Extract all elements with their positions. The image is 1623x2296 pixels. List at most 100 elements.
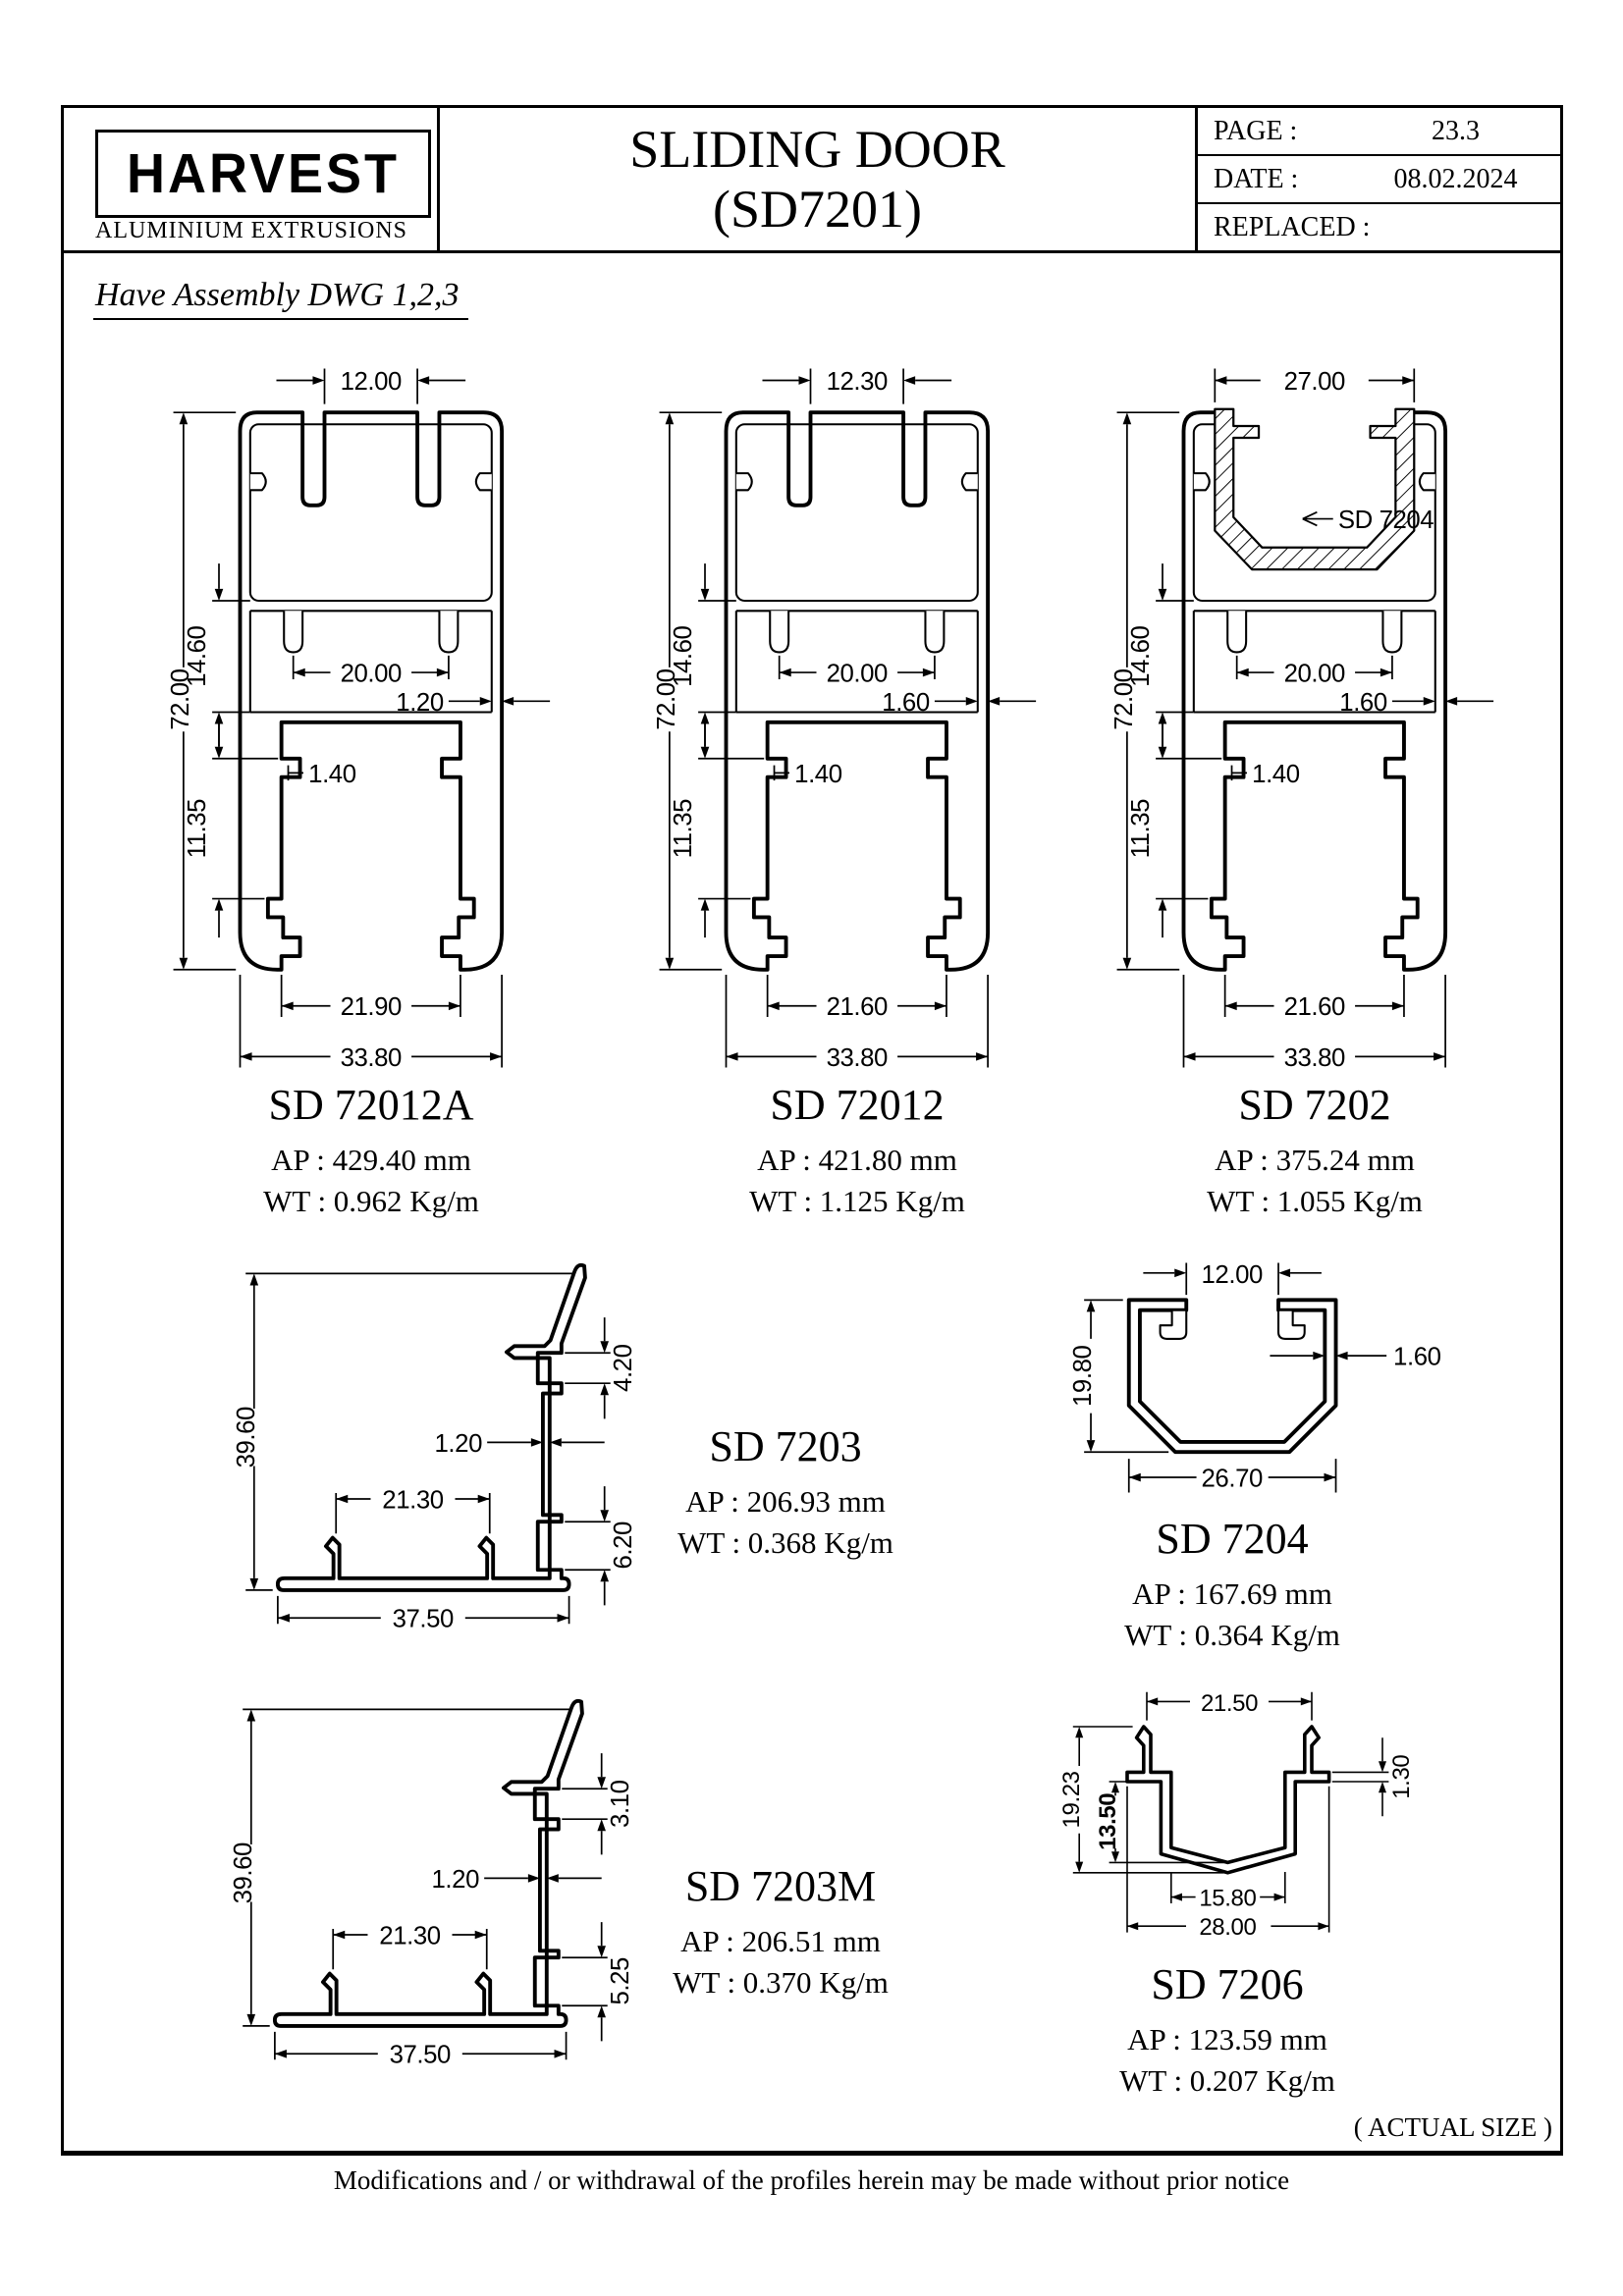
dim-width: 26.70 (1202, 1465, 1263, 1492)
sd7204-insert-hatched (1214, 407, 1416, 571)
dim-notch-bottom: 5.25 (607, 1957, 634, 2005)
dim-bottom-inner: 21.60 (1284, 993, 1345, 1021)
profile-ap: AP : 206.93 mm (685, 1484, 886, 1519)
dimension-lines: 21.50 19.23 13.50 1.30 15.80 28.00 (1058, 1690, 1415, 1941)
dim-width: 37.50 (393, 1606, 454, 1633)
profile-outline (724, 410, 991, 972)
insert-mask (1219, 403, 1410, 512)
dimension-lines: 39.60 21.30 1.20 4.20 6.20 37.50 (233, 1272, 637, 1633)
dim-hook: 1.40 (794, 761, 842, 788)
dim-wall: 1.60 (1339, 689, 1387, 717)
profile-drawing-sd7204: 12.00 19.80 1.60 26.70 (1069, 1261, 1441, 1493)
date-row: DATE : 08.02.2024 (1198, 156, 1560, 204)
dim-bottom-outer: 33.80 (1284, 1044, 1345, 1072)
dim-leg: 11.35 (670, 799, 697, 859)
dim-bottom-outer: 33.80 (341, 1044, 402, 1072)
dim-wall: 1.60 (882, 689, 930, 717)
profile-ap: AP : 375.24 mm (1215, 1143, 1415, 1177)
profile-outline (1126, 1298, 1338, 1455)
dim-wall: 1.60 (1393, 1344, 1441, 1371)
dim-top: 21.50 (1201, 1690, 1258, 1717)
profile-drawing-sd72012: 12.30 72.00 14.60 11.35 1.40 1.60 20.00 … (653, 368, 1037, 1072)
dim-bottom-inner: 21.60 (827, 993, 888, 1021)
profile-drawing-sd7206: 21.50 19.23 13.50 1.30 15.80 28.00 (1058, 1690, 1415, 1941)
profile-drawing-sd7203m: 39.60 21.30 1.20 3.10 5.25 37.50 (230, 1698, 634, 2069)
profile-ap: AP : 429.40 mm (271, 1143, 471, 1177)
dim-height: 39.60 (233, 1407, 260, 1468)
profile-wt: WT : 0.364 Kg/m (1124, 1618, 1340, 1652)
profile-inner-walls (1192, 423, 1436, 714)
dim-height: 19.23 (1058, 1771, 1085, 1828)
title-block: HARVEST ALUMINIUM EXTRUSIONS SLIDING DOO… (64, 108, 1560, 253)
dim-depth: 13.50 (1095, 1793, 1121, 1850)
dim-web: 14.60 (670, 625, 697, 686)
dim-width: 37.50 (390, 2042, 451, 2069)
dim-notch-bottom: 6.20 (610, 1522, 637, 1570)
sheet-title: SLIDING DOOR (SD7201) (440, 108, 1195, 250)
dim-leg: 11.35 (184, 799, 211, 859)
page-row: PAGE : 23.3 (1198, 108, 1560, 156)
dimension-lines: 12.00 19.80 1.60 26.70 (1069, 1261, 1441, 1493)
label-sd7203: SD 7203 AP : 206.93 mm WT : 0.368 Kg/m (589, 1421, 982, 1564)
profile-inner-walls (734, 419, 979, 714)
profile-wt: WT : 1.125 Kg/m (749, 1184, 965, 1218)
dim-hook: 1.40 (1252, 761, 1300, 788)
profile-drawing-sd7202: SD 7204 27.00 72.00 14.60 11.35 1.40 1.6… (1110, 368, 1494, 1072)
dim-inner: 20.00 (1284, 661, 1345, 688)
dim-inner: 20.00 (827, 661, 888, 688)
label-sd72012a: SD 72012A AP : 429.40 mm WT : 0.962 Kg/m (175, 1080, 568, 1222)
dim-top: 12.30 (827, 368, 888, 396)
dim-bottom-inner: 21.90 (341, 993, 402, 1021)
dim-width: 28.00 (1199, 1914, 1256, 1941)
dimension-lines: 12.00 72.00 14.60 11.35 1.40 1.20 20.00 … (167, 368, 551, 1072)
profile-wt: WT : 1.055 Kg/m (1207, 1184, 1423, 1218)
dim-notch-top: 4.20 (610, 1344, 637, 1392)
profile-wt: WT : 0.207 Kg/m (1119, 2063, 1335, 2098)
dim-inner: 21.30 (379, 1922, 440, 1949)
profile-name: SD 7206 (1151, 1960, 1304, 2008)
callout-sd7204: SD 7204 (1302, 507, 1434, 534)
profile-wt: WT : 0.962 Kg/m (263, 1184, 479, 1218)
dim-web: 14.60 (1127, 625, 1155, 686)
profile-ap: AP : 167.69 mm (1132, 1576, 1332, 1611)
label-sd7202: SD 7202 AP : 375.24 mm WT : 1.055 Kg/m (1118, 1080, 1511, 1222)
dim-top: 12.00 (341, 368, 402, 396)
replaced-row: REPLACED : (1198, 204, 1560, 250)
profile-outline (1125, 1725, 1331, 1875)
profile-drawing-sd7203: 39.60 21.30 1.20 4.20 6.20 37.50 (233, 1262, 637, 1633)
label-sd7206: SD 7206 AP : 123.59 mm WT : 0.207 Kg/m (1031, 1959, 1424, 2102)
profile-ap: AP : 421.80 mm (757, 1143, 957, 1177)
info-cell: PAGE : 23.3 DATE : 08.02.2024 REPLACED : (1195, 108, 1560, 250)
brand-subtitle: ALUMINIUM EXTRUSIONS (95, 218, 407, 243)
dim-wall: 1.20 (432, 1866, 480, 1894)
date-value: 08.02.2024 (1393, 163, 1518, 194)
dim-height: 72.00 (167, 668, 194, 729)
dim-height: 39.60 (230, 1842, 257, 1903)
profile-outline (238, 410, 505, 972)
dimension-lines: 12.30 72.00 14.60 11.35 1.40 1.60 20.00 … (653, 368, 1037, 1072)
page-value: 23.3 (1432, 115, 1480, 146)
dim-wall: 1.30 (1388, 1755, 1415, 1799)
sheet-title-line1: SLIDING DOOR (629, 120, 1005, 180)
profile-ap: AP : 206.51 mm (680, 1924, 881, 1958)
profile-ap: AP : 123.59 mm (1127, 2022, 1327, 2056)
profile-name: SD 7203 (709, 1422, 862, 1470)
page-frame: HARVEST ALUMINIUM EXTRUSIONS SLIDING DOO… (61, 105, 1563, 2156)
profile-name: SD 7204 (1156, 1515, 1309, 1563)
brand-name: HARVEST (126, 142, 401, 205)
label-sd72012: SD 72012 AP : 421.80 mm WT : 1.125 Kg/m (661, 1080, 1054, 1222)
callout-text: SD 7204 (1338, 507, 1434, 534)
dim-height: 19.80 (1069, 1345, 1097, 1406)
profile-hooks (1159, 1308, 1306, 1340)
dimension-lines: 27.00 72.00 14.60 11.35 1.40 1.60 20.00 … (1110, 368, 1494, 1072)
dim-inner: 20.00 (341, 661, 402, 688)
dim-bottom-outer: 33.80 (827, 1044, 888, 1072)
logo-cell: HARVEST ALUMINIUM EXTRUSIONS (64, 108, 440, 250)
profile-name: SD 72012 (770, 1081, 945, 1129)
dim-hook: 1.40 (308, 761, 356, 788)
sheet-title-line2: (SD7201) (713, 179, 922, 239)
profile-wt: WT : 0.368 Kg/m (677, 1525, 893, 1560)
footer-disclaimer: Modifications and / or withdrawal of the… (333, 2165, 1290, 2195)
dim-wall: 1.20 (435, 1430, 483, 1458)
